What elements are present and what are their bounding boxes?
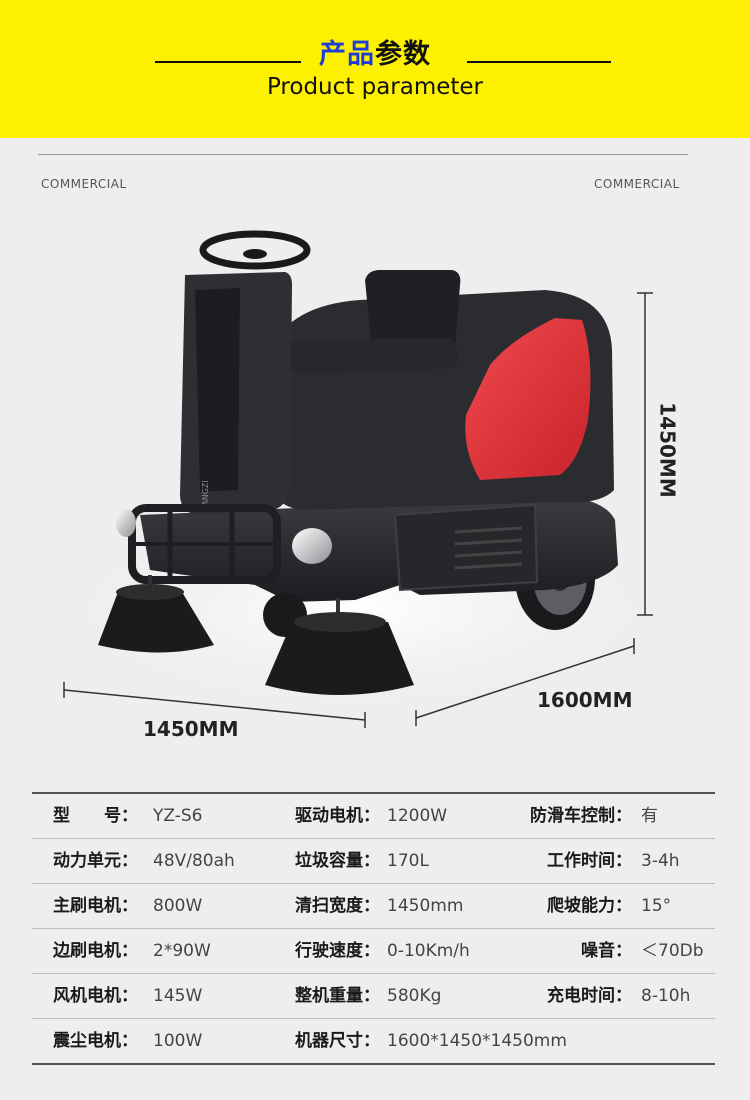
spec-row: 边刷电机： 2*90W 行驶速度： 0-10Km/h 噪音： ＜70Db [32,929,715,974]
spec-value: 170L [387,851,429,871]
spec-value: 2*90W [153,941,211,961]
sweeper-illustration: YANGZI [30,230,690,728]
steering-wheel [199,230,311,270]
red-side-panel [465,318,591,480]
seat [284,270,461,375]
commercial-tag-right: COMMERCIAL [594,177,680,191]
spec-value: 580Kg [387,986,442,1006]
spec-value: 100W [153,1031,203,1051]
spec-row: 主刷电机： 800W 清扫宽度： 1450mm 爬坡能力： 15° [32,884,715,929]
brand-mark: YANGZI [201,480,210,511]
title-rest: 参数 [375,39,431,70]
spec-label: 清扫宽度： [295,896,380,916]
spec-value: 有 [641,806,658,826]
spec-label: 充电时间： [547,986,632,1006]
spec-label: 震尘电机： [53,1031,138,1051]
spec-value: ＜70Db [641,941,704,961]
commercial-tag-left: COMMERCIAL [41,177,127,191]
spec-label: 边刷电机： [53,941,138,961]
spec-label: 爬坡能力： [547,896,632,916]
section-divider [38,154,688,155]
spec-top-rule [32,792,715,794]
spec-table: 型 号： YZ-S6 驱动电机： 1200W 防滑车控制： 有动力单元： 48V/80ah 垃… [32,792,715,1065]
spec-label: 工作时间： [547,851,632,871]
headlamp-right-icon [292,528,332,564]
spec-label: 防滑车控制： [530,806,632,826]
spec-row: 风机电机： 145W 整机重量： 580Kg 充电时间： 8-10h [32,974,715,1019]
spec-value: YZ-S6 [153,806,203,826]
spec-label: 主刷电机： [53,896,138,916]
spec-label: 整机重量： [295,986,380,1006]
spec-rows: 型 号： YZ-S6 驱动电机： 1200W 防滑车控制： 有动力单元： 48V/80ah 垃… [32,794,715,1065]
spec-value: 1200W [387,806,448,826]
spec-value: 145W [153,986,203,1006]
spec-value: 48V/80ah [153,851,235,871]
page-title: 产品参数 [0,32,750,71]
title-accent: 产品 [319,39,375,70]
spec-label: 垃圾容量： [295,851,380,871]
dimension-height: 1450MM [655,402,680,498]
product-showcase: YANGZI [0,190,750,750]
spec-row: 震尘电机： 100W 机器尺寸： 1600*1450*1450mm [32,1019,715,1065]
spec-value: 15° [641,896,672,916]
header-left-rule [155,61,301,63]
spec-label: 机器尺寸： [295,1031,380,1051]
header-right-rule [467,61,611,63]
dimension-length: 1600MM [537,688,633,712]
spec-label: 型 号： [53,806,138,826]
spec-value: 1450mm [387,896,464,916]
dimension-width: 1450MM [143,717,239,741]
side-brush-left [98,575,214,653]
spec-label: 行驶速度： [295,941,380,961]
spec-value: 800W [153,896,203,916]
dimension-lines [63,292,653,728]
front-bumper [128,504,281,584]
spec-row: 动力单元： 48V/80ah 垃圾容量： 170L 工作时间： 3-4h [32,839,715,884]
spec-value: 8-10h [641,986,691,1006]
spec-label: 动力单元： [53,851,138,871]
spec-label: 风机电机： [53,986,138,1006]
page-subtitle: Product parameter [266,74,484,100]
side-vent-panel [393,503,539,592]
headlamp-left-icon [116,509,136,537]
header-banner: 产品参数 Product parameter [0,0,750,138]
spec-value: 0-10Km/h [387,941,470,961]
spec-label: 噪音： [581,941,632,961]
spec-label [517,1019,632,1063]
spec-value: 1600*1450*1450mm [387,1031,567,1051]
spec-value: 3-4h [641,851,680,871]
side-brush-right [265,598,414,695]
spec-label: 驱动电机： [295,806,380,826]
column-panel [195,288,240,492]
spec-row: 型 号： YZ-S6 驱动电机： 1200W 防滑车控制： 有 [32,794,715,839]
